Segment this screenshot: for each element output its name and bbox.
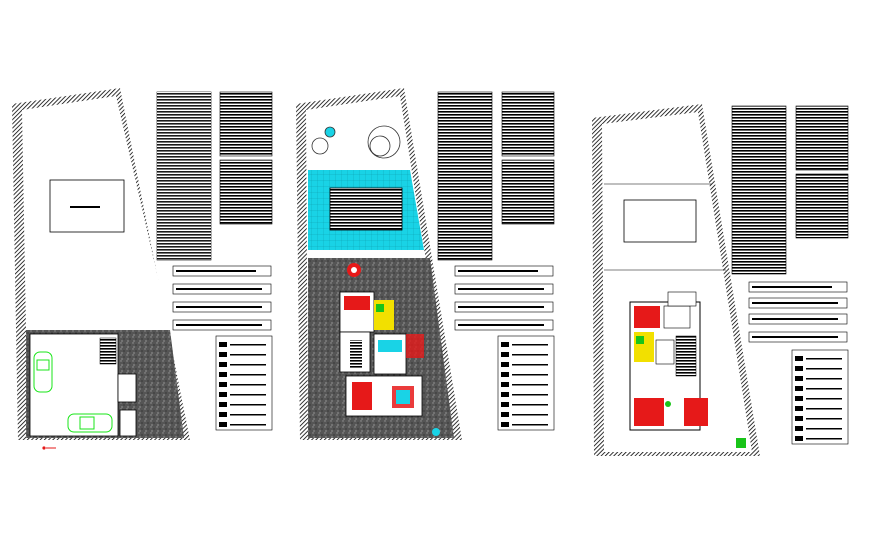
north-arrow-icon xyxy=(42,446,56,450)
legend-box xyxy=(215,335,273,431)
legend-box xyxy=(497,335,555,431)
tree-icon xyxy=(311,125,401,159)
legend-box xyxy=(791,349,849,445)
notes-bars xyxy=(172,265,272,331)
notes-bars xyxy=(748,281,848,343)
room-schedule-table-a xyxy=(156,91,273,261)
sheet-2-site-plan-furnished xyxy=(296,88,555,440)
room-schedule-table-c xyxy=(731,105,849,275)
sheet-3-site-plan-outline xyxy=(592,104,849,456)
stair xyxy=(99,337,117,365)
pool-icon xyxy=(329,187,403,231)
sheet-1-site-plan-garage xyxy=(12,88,273,450)
car-icon xyxy=(33,351,113,433)
room-schedule-table-b xyxy=(437,91,555,261)
house-plan xyxy=(629,291,746,448)
furniture xyxy=(339,263,440,436)
notes-bars xyxy=(454,265,554,331)
pool-icon xyxy=(623,199,697,243)
